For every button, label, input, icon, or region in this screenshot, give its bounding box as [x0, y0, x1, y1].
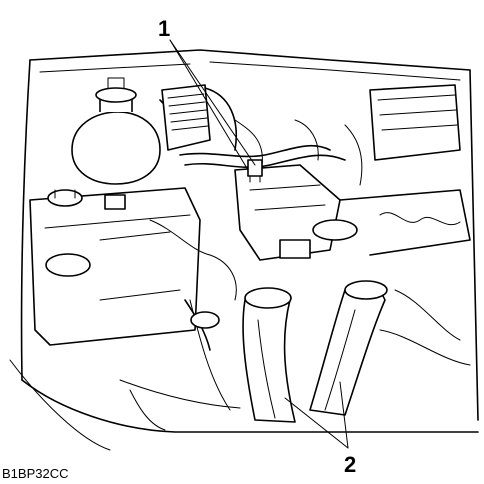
wiring-harness	[119, 119, 363, 411]
engine-block	[234, 164, 358, 261]
coolant-hose-left	[242, 287, 296, 423]
leader-lines	[169, 39, 349, 449]
callout-label-2: 2	[344, 452, 356, 477]
brake-fluid-reservoir	[71, 77, 183, 185]
coolant-hose-right	[309, 280, 388, 416]
callout-label-1: 1	[158, 16, 170, 41]
lower-components	[129, 289, 471, 431]
engine-bay-outline	[9, 49, 479, 451]
connector	[247, 159, 263, 183]
intake-manifold	[339, 84, 471, 256]
throttle-body	[161, 84, 237, 151]
figure-code: B1BP32CC	[2, 466, 68, 481]
coolant-expansion-tank	[29, 187, 201, 346]
